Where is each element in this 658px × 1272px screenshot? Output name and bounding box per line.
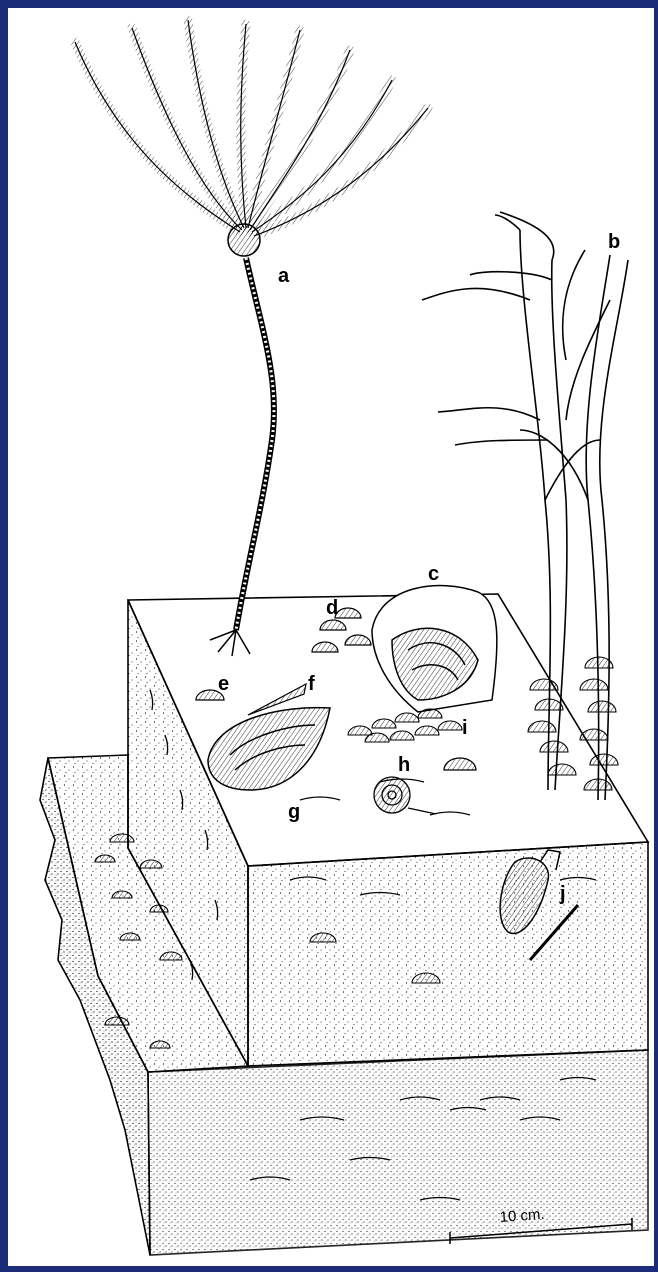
- label-g: g: [288, 801, 300, 823]
- crinoid-a: [75, 20, 428, 656]
- label-b: b: [608, 231, 620, 253]
- label-e: e: [218, 673, 229, 695]
- label-d: d: [326, 597, 338, 619]
- crinoid-stem: [236, 258, 274, 630]
- scale-bar-label: 10 cm.: [499, 1206, 545, 1226]
- block-front-face: [248, 842, 648, 1066]
- label-h: h: [398, 754, 410, 776]
- label-a: a: [278, 265, 290, 287]
- crinoid-arms: [75, 20, 428, 236]
- lower-front-face: [148, 1050, 648, 1255]
- sediment-block: [40, 594, 648, 1255]
- label-c: c: [428, 563, 439, 585]
- label-i: i: [462, 717, 468, 739]
- label-f: f: [308, 673, 315, 695]
- label-j: j: [559, 883, 566, 905]
